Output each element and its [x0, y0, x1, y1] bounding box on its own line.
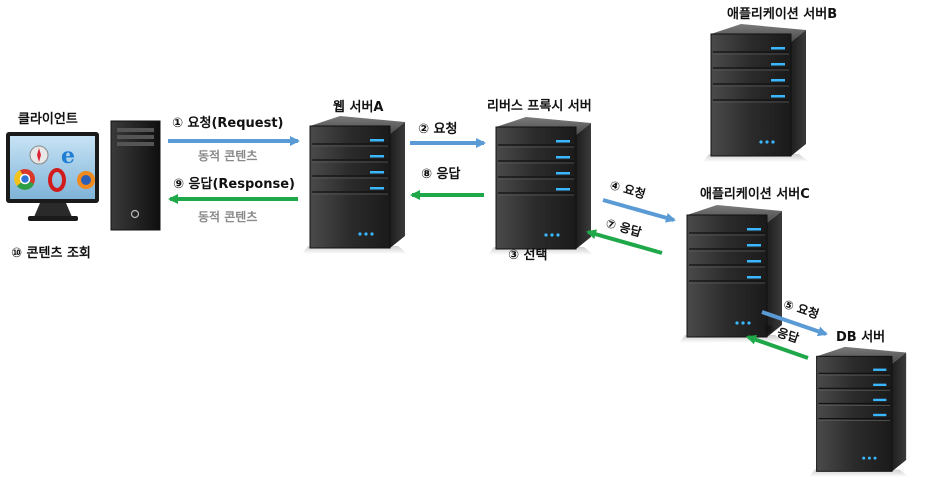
arrow-request-appc-db — [761, 310, 828, 337]
step-1-label: ① 요청(Request) — [172, 116, 284, 131]
step-9-label: ⑨ 응답(Response) — [173, 177, 295, 192]
step-1-sub-label: 동적 콘텐츠 — [198, 149, 258, 163]
reverse-proxy-server-icon — [487, 116, 595, 255]
app-server-c-label: 애플리케이션 서버C — [700, 187, 810, 202]
step-2-label: ② 요청 — [418, 122, 458, 137]
step-8-label: ⑧ 응답 — [421, 167, 461, 182]
app-server-b-icon — [702, 23, 810, 162]
ie-icon: e — [61, 143, 75, 169]
step-3-label: ③ 선택 — [508, 248, 548, 263]
app-server-b-label: 애플리케이션 서버B — [727, 7, 838, 22]
reverse-proxy-label: 리버스 프록시 서버 — [487, 99, 592, 114]
web-server-a-label: 웹 서버A — [333, 100, 384, 115]
arrow-response-appc-proxy — [586, 229, 663, 255]
firefox-icon — [77, 171, 95, 189]
step-10-label: ⑩ 콘텐츠 조회 — [11, 246, 91, 261]
svg-text:e: e — [61, 143, 75, 169]
tower-pc-icon — [110, 120, 161, 231]
arrow-request-proxy-appc — [602, 198, 676, 223]
opera-icon — [48, 168, 66, 192]
client-label: 클라이언트 — [18, 112, 78, 127]
web-server-a-icon — [301, 115, 409, 254]
step-9-sub-label: 동적 콘텐츠 — [198, 210, 258, 224]
chrome-icon — [14, 169, 35, 190]
arrow-response-db-appc — [746, 334, 809, 360]
db-server-label: DB 서버 — [836, 330, 886, 345]
client-computer-icon: e — [6, 132, 99, 221]
db-server-icon — [808, 346, 910, 477]
browser-compass-icon — [29, 145, 49, 165]
